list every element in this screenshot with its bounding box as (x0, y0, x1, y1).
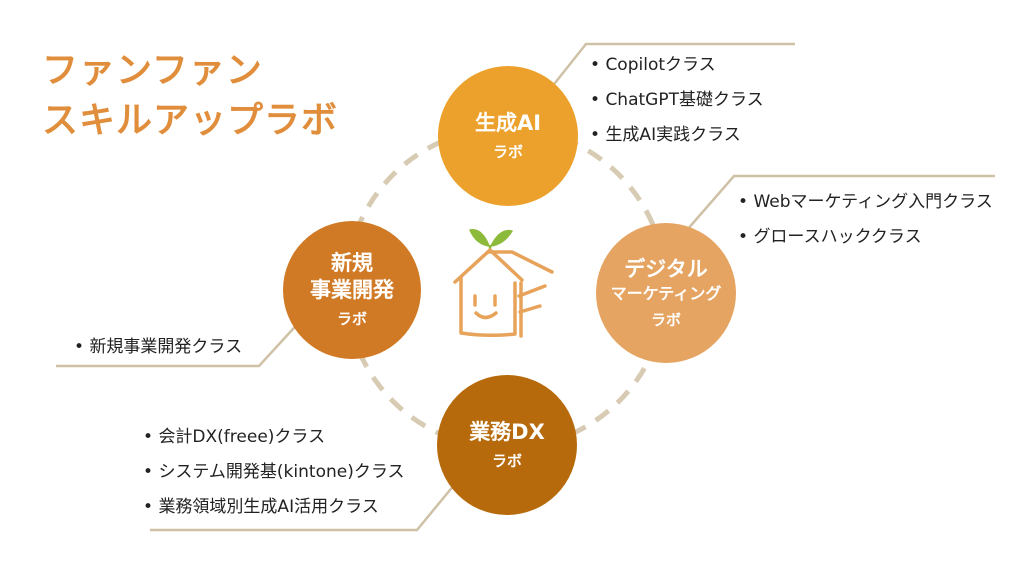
class-list-genai: Copilotクラス ChatGPT基礎クラス 生成AI実践クラス (590, 48, 764, 153)
lab-circle-marketing: デジタル マーケティング ラボ (596, 223, 736, 363)
house-face-icon (453, 229, 554, 338)
class-item: グロースハッククラス (738, 220, 993, 255)
class-item: Copilotクラス (590, 48, 764, 83)
connector-newbiz (56, 317, 304, 368)
lab-sub-genai: ラボ (492, 142, 523, 161)
class-item: Webマーケティング入門クラス (738, 185, 992, 220)
connector-dx (150, 472, 465, 532)
class-item: ChatGPT基礎クラス (590, 83, 763, 118)
page-title: ファンファン スキルアップラボ (42, 46, 338, 146)
class-list-marketing: Webマーケティング入門クラス グロースハッククラス (738, 185, 993, 255)
title-line-2: スキルアップラボ (42, 100, 339, 141)
lab-sub-newbiz: ラボ (336, 310, 367, 328)
class-list-dx: 会計DX(freee)クラス システム開発基(kintone)クラス 業務領域別… (143, 420, 405, 525)
class-list-newbiz: 新規事業開発クラス (74, 330, 242, 365)
lab-sub-marketing: ラボ (650, 310, 681, 329)
lab-name-marketing-2: マーケティング (610, 283, 722, 303)
title-line-1: ファンファン (42, 50, 263, 91)
lab-circle-dx: 業務DX ラボ (437, 375, 577, 515)
lab-name-marketing-1: デジタル (624, 256, 708, 281)
lab-sub-dx: ラボ (491, 451, 522, 470)
connector-genai (546, 42, 795, 94)
class-item: 新規事業開発クラス (74, 330, 242, 365)
lab-circle-genai: 生成AI ラボ (438, 66, 578, 206)
class-item: 生成AI実践クラス (590, 118, 764, 153)
lab-name-dx: 業務DX (469, 419, 545, 444)
class-item: 業務領域別生成AI活用クラス (143, 490, 405, 525)
class-item: システム開発基(kintone)クラス (143, 455, 404, 490)
lab-name-genai: 生成AI (474, 110, 542, 135)
class-item: 会計DX(freee)クラス (143, 420, 405, 455)
lab-name-newbiz-1: 新規 (331, 251, 373, 275)
lab-circle-newbiz: 新規 事業開発 ラボ (283, 221, 421, 359)
lab-name-newbiz-2: 事業開発 (310, 278, 394, 302)
connector-marketing (679, 174, 995, 239)
